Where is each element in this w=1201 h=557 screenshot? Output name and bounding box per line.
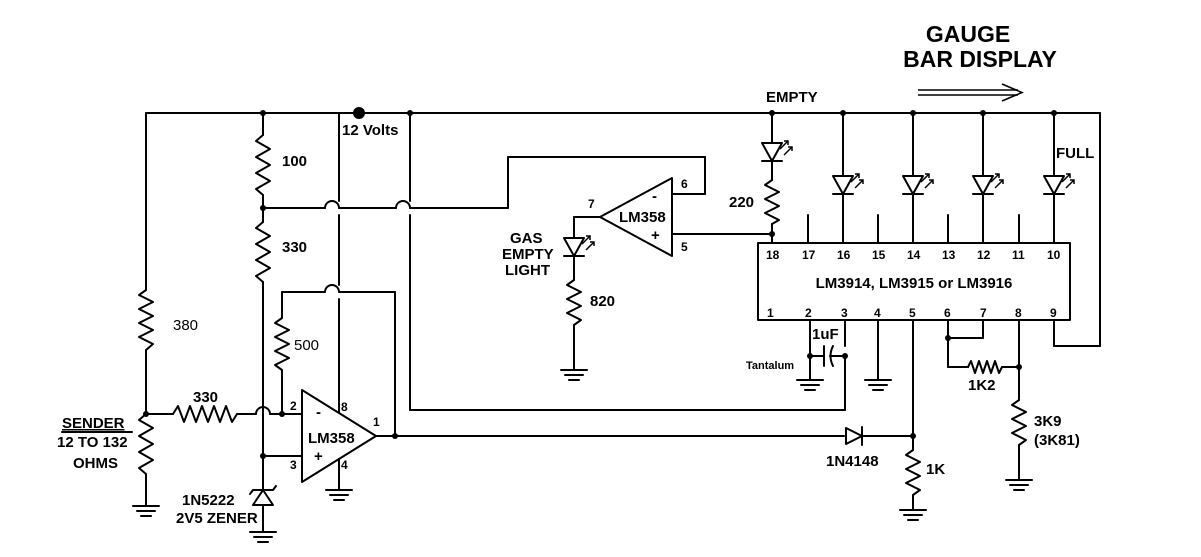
signal-diode: 1N4148 1K	[826, 319, 945, 521]
r1k-label: 1K	[926, 461, 945, 478]
r3k9-label: 3K9	[1034, 413, 1062, 430]
r220-label: 220	[729, 194, 754, 211]
empty-led-icon	[761, 140, 793, 162]
ic-bottom-pin: 6	[944, 306, 951, 320]
bar-led-icon	[832, 173, 864, 195]
supply-label: 12 Volts	[342, 122, 398, 139]
sender-label: SENDER	[62, 415, 125, 432]
gas-opamp-plus: +	[651, 227, 660, 244]
main-opamp-pin8: 8	[341, 400, 348, 414]
full-label: FULL	[1056, 145, 1094, 162]
zener-part: 1N5222	[182, 492, 235, 509]
main-opamp-pin2: 2	[290, 399, 297, 413]
ic-top-pin: 12	[977, 248, 991, 262]
bar-led-icon	[972, 173, 1004, 195]
title-line-1: GAUGE	[926, 21, 1010, 47]
gas-opamp-pin5: 5	[681, 240, 688, 254]
ic-bottom-pin: 5	[909, 306, 916, 320]
main-opamp-pin1: 1	[373, 415, 380, 429]
main-opamp-pin4: 4	[341, 458, 348, 472]
ic-bottom-pin: 7	[980, 306, 987, 320]
main-opamp-minus: -	[316, 404, 321, 421]
gas-led-icon	[563, 235, 595, 257]
ic-top-pin: 18	[766, 248, 780, 262]
reference-divider: 100 330 1N5222 2V5 ZENER	[176, 112, 706, 543]
cap-value: 1uF	[812, 326, 839, 343]
ic-bottom-pin: 4	[874, 306, 881, 320]
sender-network: 380 SENDER 12 TO 132 OHMS 330	[57, 112, 303, 517]
driver-ic: LM3914, LM3915 or LM3916 18 17 16 15 14 …	[757, 242, 1071, 321]
gas-light-line2: EMPTY	[502, 246, 554, 263]
title-block: GAUGE BAR DISPLAY	[903, 21, 1057, 102]
full-led-icon	[1043, 173, 1075, 195]
gas-opamp-minus: -	[652, 188, 657, 205]
ic-bottom-pin: 3	[841, 306, 848, 320]
direction-arrow-icon	[918, 83, 1024, 102]
supply-terminal	[353, 107, 365, 119]
tantalum-capacitor: 1uF Tantalum	[746, 319, 892, 391]
cap-type: Tantalum	[746, 360, 794, 372]
ic-bottom-pin: 2	[805, 306, 812, 320]
main-opamp-plus: +	[314, 448, 323, 465]
r330-sender-label: 330	[193, 389, 218, 406]
reference-set-network: 1K2 3K9 (3K81)	[945, 319, 1080, 491]
bar-led-icon	[902, 173, 934, 195]
gas-empty-light: GAS EMPTY LIGHT 820	[502, 230, 615, 381]
title-line-2: BAR DISPLAY	[903, 46, 1057, 72]
r820-label: 820	[590, 293, 615, 310]
r100-label: 100	[282, 153, 307, 170]
driver-ic-name: LM3914, LM3915 or LM3916	[816, 275, 1013, 292]
empty-label: EMPTY	[766, 89, 818, 106]
r1k2-label: 1K2	[968, 377, 996, 394]
r500-label: 500	[294, 337, 319, 354]
bar-leds: FULL	[807, 112, 1094, 244]
zener-desc: 2V5 ZENER	[176, 510, 258, 527]
r380-label: 380	[173, 317, 198, 334]
sender-range: 12 TO 132	[57, 434, 128, 451]
supply-rail: 12 Volts	[145, 107, 1101, 347]
ic-bottom-pin: 9	[1050, 306, 1057, 320]
gas-light-line3: LIGHT	[505, 262, 550, 279]
gas-opamp: LM358 - + 6 5 7	[573, 177, 775, 257]
sender-unit: OHMS	[73, 455, 118, 472]
r3k9-alt-label: (3K81)	[1034, 432, 1080, 449]
diode-part: 1N4148	[826, 453, 879, 470]
ic-bottom-pin: 1	[767, 306, 774, 320]
ic-top-pin: 17	[802, 248, 816, 262]
feedback-network: 500	[274, 284, 396, 436]
ic-top-pin: 14	[907, 248, 921, 262]
gas-opamp-pin7: 7	[588, 197, 595, 211]
ic-top-pin: 15	[872, 248, 886, 262]
ic-bottom-pin: 8	[1015, 306, 1022, 320]
ic-top-pin: 16	[837, 248, 851, 262]
empty-led-branch: 220 EMPTY	[729, 89, 818, 244]
cap-feed-line	[409, 112, 846, 411]
ic-top-pin: 13	[942, 248, 956, 262]
main-opamp: LM358 - + 2 3 8 4 1	[290, 112, 845, 501]
ic-top-pin: 10	[1047, 248, 1061, 262]
gas-opamp-pin6: 6	[681, 177, 688, 191]
gas-light-line1: GAS	[510, 230, 543, 247]
gas-opamp-name: LM358	[619, 209, 666, 226]
main-opamp-pin3: 3	[290, 458, 297, 472]
r330-top-label: 330	[282, 239, 307, 256]
ic-top-pin: 11	[1012, 248, 1025, 262]
zener-diode	[249, 485, 277, 543]
main-opamp-name: LM358	[308, 430, 355, 447]
